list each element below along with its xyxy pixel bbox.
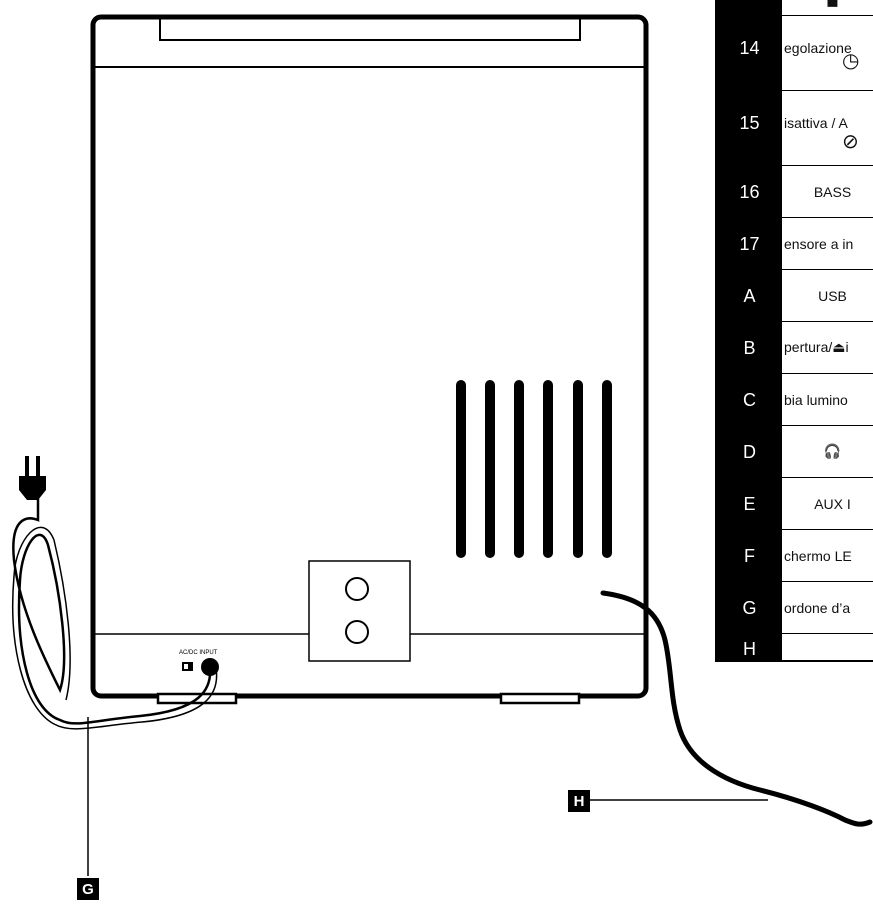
legend-desc: USB: [782, 270, 873, 322]
legend-num: [717, 0, 782, 16]
connector-jack: [345, 577, 369, 601]
legend-desc: isattiva / A ⊘: [782, 91, 873, 166]
power-cord-outline: [12, 526, 218, 730]
legend-row: 17 ensore a in: [717, 218, 873, 270]
callout-tag-g: G: [77, 878, 99, 900]
legend-row: G ordone d’a: [717, 582, 873, 634]
legend-row: H: [717, 634, 873, 660]
legend-desc: AUX I: [782, 478, 873, 530]
legend-num: 14: [717, 16, 782, 91]
legend-desc: ▀: [782, 0, 873, 16]
ac-input-label: AC/DC INPUT: [179, 650, 218, 656]
legend-row: ▀: [717, 0, 873, 16]
power-plug-icon: [19, 456, 46, 500]
legend-num: 15: [717, 91, 782, 166]
legend-row: E AUX I: [717, 478, 873, 530]
legend-num: C: [717, 374, 782, 426]
mute-icon: ⊘: [842, 129, 859, 153]
legend-desc: BASS: [782, 166, 873, 218]
vent-slots: [456, 380, 612, 558]
legend-num: 17: [717, 218, 782, 270]
legend-num: 16: [717, 166, 782, 218]
legend-row: C bia lumino: [717, 374, 873, 426]
connector-plate: [308, 560, 411, 662]
legend-desc: ordone d’a: [782, 582, 873, 634]
clock-icon: ◷: [842, 48, 860, 72]
legend-num: B: [717, 322, 782, 374]
legend-desc: pertura/⏏i: [782, 322, 873, 374]
legend-num: F: [717, 530, 782, 582]
legend-num: H: [717, 634, 782, 660]
legend-num: D: [717, 426, 782, 478]
legend-row: F chermo LE: [717, 530, 873, 582]
legend-num: G: [717, 582, 782, 634]
fm-antenna: [600, 590, 873, 827]
legend-desc: chermo LE: [782, 530, 873, 582]
legend-row: 14 egolazione ◷: [717, 16, 873, 91]
device-body: [90, 14, 649, 699]
legend-row: B pertura/⏏i: [717, 322, 873, 374]
legend-row: A USB: [717, 270, 873, 322]
legend-row: 15 isattiva / A ⊘: [717, 91, 873, 166]
legend-desc: [782, 634, 873, 660]
legend-row: D 🎧: [717, 426, 873, 478]
legend-desc: ensore a in: [782, 218, 873, 270]
connector-jack: [345, 620, 369, 644]
callout-tag-h: H: [568, 790, 590, 812]
device-top-inset: [159, 17, 581, 41]
legend-num: A: [717, 270, 782, 322]
legend-row: 16 BASS: [717, 166, 873, 218]
foot-right: [499, 692, 581, 705]
legend-table: ▀ 14 egolazione ◷ 15 isattiva / A ⊘ 16 B…: [715, 0, 873, 662]
power-cord: [12, 490, 212, 725]
power-symbol-icon-inner: [184, 664, 188, 669]
legend-desc: egolazione ◷: [782, 16, 873, 91]
legend-desc: bia lumino: [782, 374, 873, 426]
headphones-icon: 🎧: [782, 426, 873, 478]
legend-num: E: [717, 478, 782, 530]
